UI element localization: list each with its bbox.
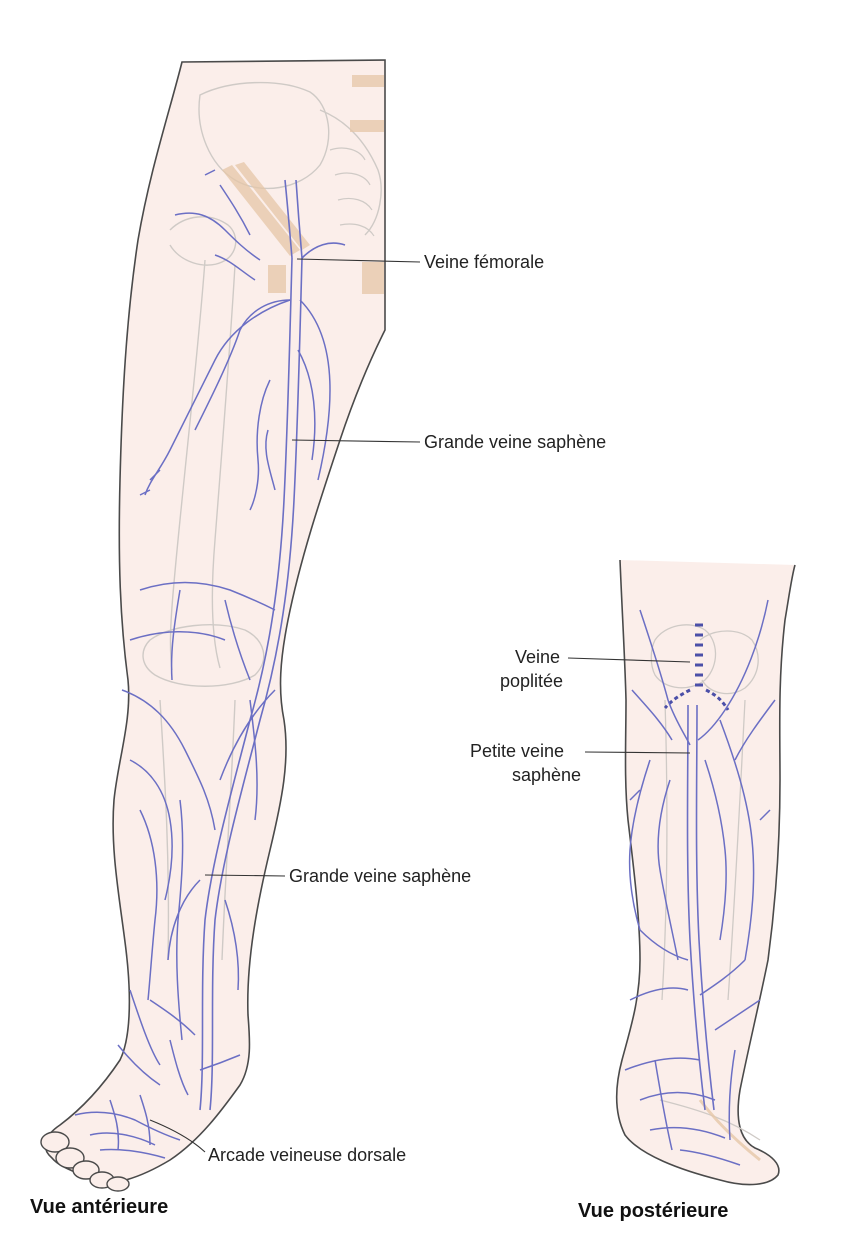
anterior-leg <box>41 60 420 1191</box>
label-small-saphenous-line2: saphène <box>512 764 581 786</box>
label-great-saphenous-upper: Grande veine saphène <box>424 431 606 453</box>
anterior-leg-outline <box>45 60 385 1183</box>
caption-anterior-view: Vue antérieure <box>30 1196 168 1219</box>
label-popliteal-line2: poplitée <box>500 670 563 692</box>
label-dorsal-arch: Arcade veineuse dorsale <box>208 1144 406 1166</box>
label-great-saphenous-lower: Grande veine saphène <box>289 865 471 887</box>
label-small-saphenous-line1: Petite veine <box>470 740 564 762</box>
caption-posterior-view: Vue postérieure <box>578 1200 728 1223</box>
posterior-leg-outline <box>617 560 795 1185</box>
posterior-leg <box>568 560 795 1185</box>
label-femoral-vein: Veine fémorale <box>424 251 544 273</box>
label-popliteal-line1: Veine <box>515 646 560 668</box>
